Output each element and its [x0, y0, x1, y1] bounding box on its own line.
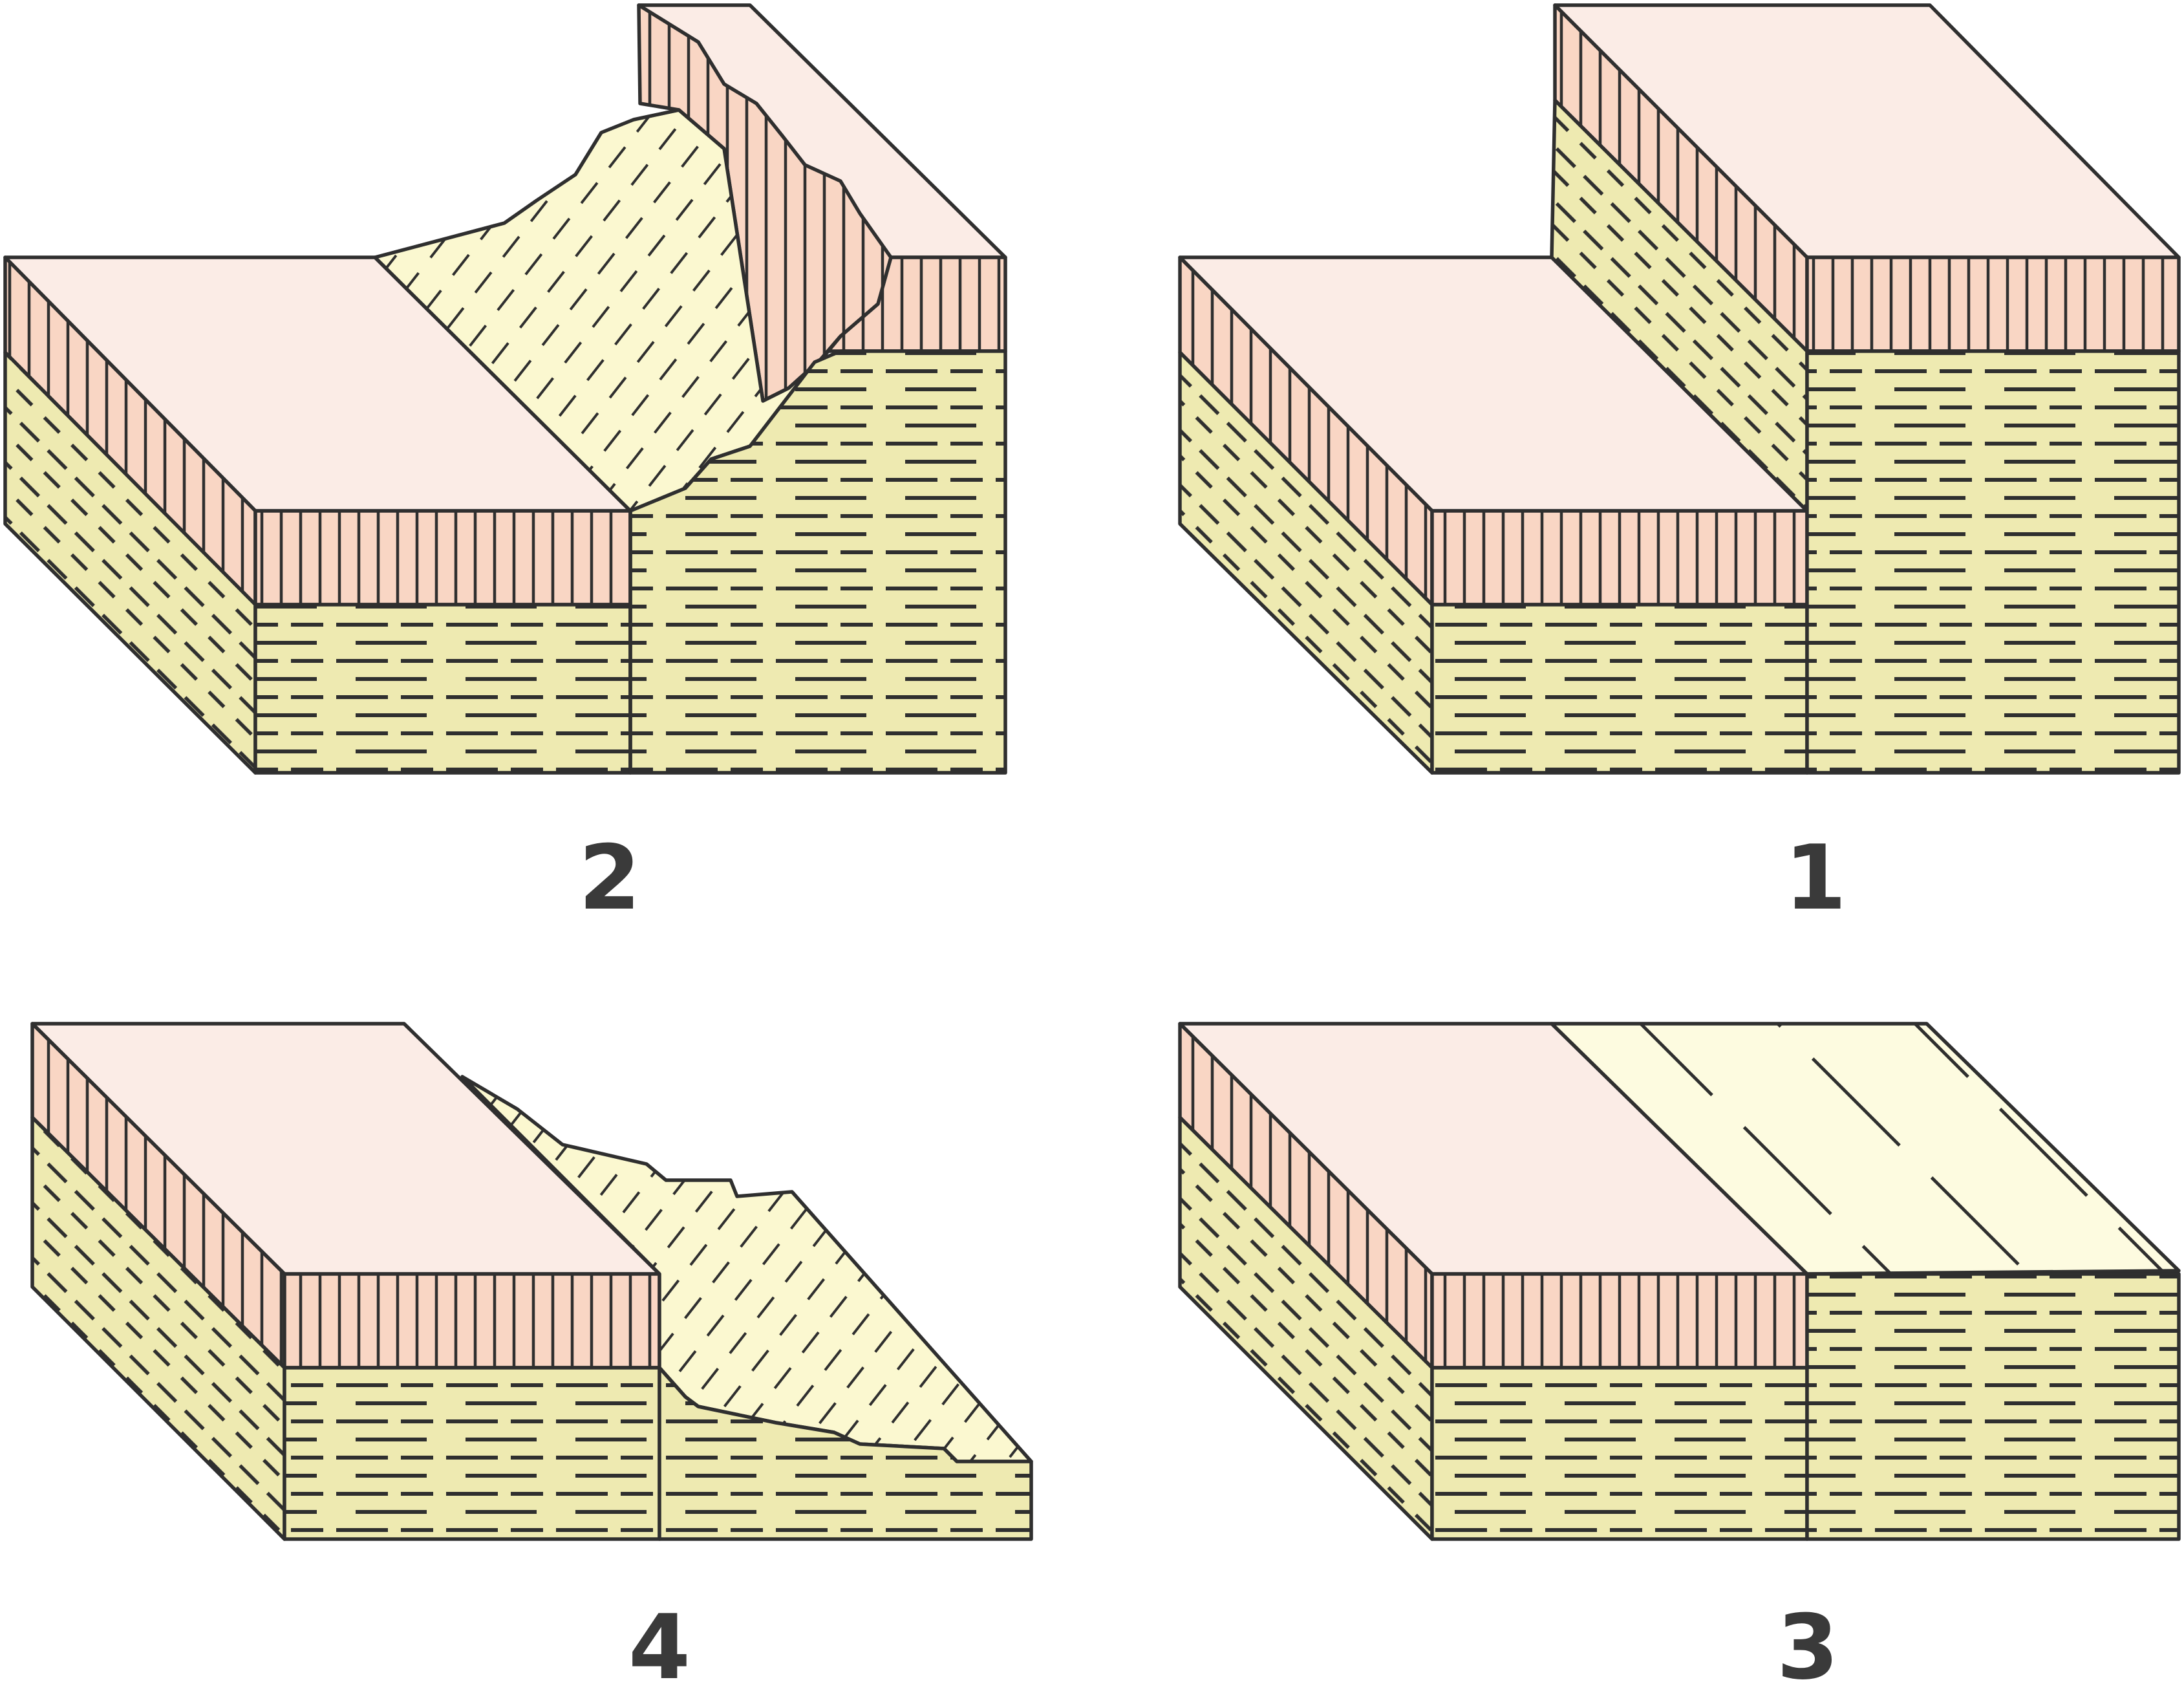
panel-4-left-front-upper-layer [284, 1274, 659, 1368]
panel-3-right-front-lower-layer [1807, 1274, 2179, 1539]
panel-2-left-front-lower-layer [255, 605, 630, 773]
panel-3: 3 [1180, 1024, 2179, 1682]
panel-3-left-front-lower-layer [1432, 1368, 1807, 1539]
panel-4: 4 [32, 1024, 1031, 1682]
panel-4-left-front-lower-layer [284, 1368, 659, 1539]
panel-1-lower-front-upper-layer [1432, 511, 1807, 605]
panel-2: 2 [5, 5, 1005, 930]
panel-3-left-front-upper-layer [1432, 1274, 1807, 1368]
panel-1-upper-front-lower-layer [1807, 351, 2179, 773]
panel-2-label: 2 [579, 826, 641, 930]
panel-1-label: 1 [1784, 826, 1847, 930]
panel-1-lower-front-lower-layer [1432, 605, 1807, 773]
panel-4-label: 4 [628, 1595, 691, 1682]
panel-1: 1 [1180, 5, 2179, 930]
panel-1-upper-front-upper-layer [1807, 257, 2179, 351]
panel-3-label: 3 [1777, 1595, 1839, 1682]
panel-2-left-front-upper-layer [255, 511, 630, 605]
